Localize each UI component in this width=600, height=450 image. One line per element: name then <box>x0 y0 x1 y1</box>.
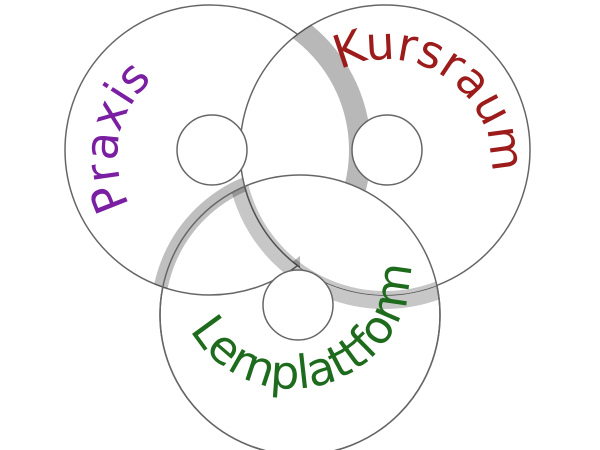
disc-lernplattform-outline <box>159 174 441 450</box>
hole-kursraum <box>351 114 423 186</box>
hole-lernplattform <box>262 269 334 341</box>
shadow-lernplattform <box>226 175 440 309</box>
hole-praxis <box>176 114 248 186</box>
